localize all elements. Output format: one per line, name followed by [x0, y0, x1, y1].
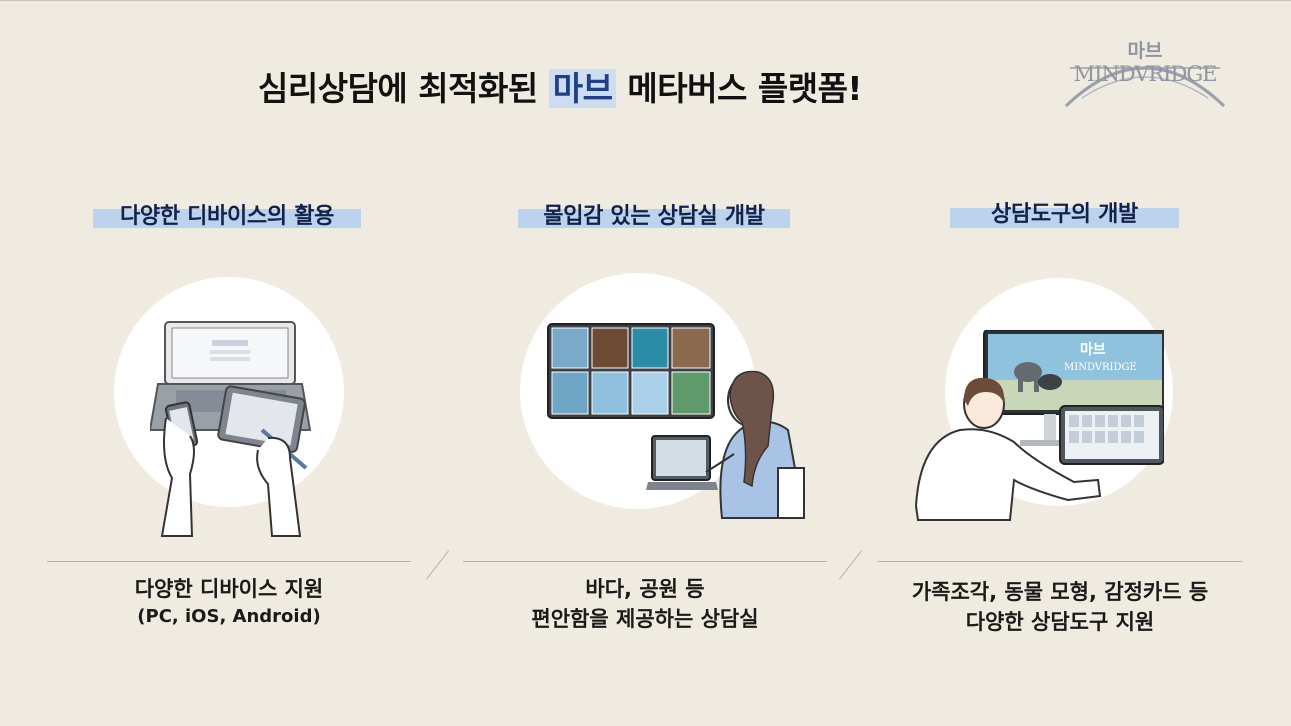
title-part-1: 심리상담에 최적화된	[257, 69, 549, 108]
counseling-tools-illustration: 마브 MINDVRIDGE	[914, 330, 1164, 521]
svg-text:MINDVRIDGE: MINDVRIDGE	[1064, 362, 1137, 373]
logo-korean: 마브	[1127, 40, 1163, 62]
feature-label-immersive-room: 몰입감 있는 상담실 개발	[518, 198, 790, 229]
logo-english: MINDVRIDGE	[1073, 62, 1218, 86]
title-part-2: 메타버스 플랫폼!	[616, 69, 862, 108]
top-border	[0, 0, 1291, 1]
feature-desc-immersive-room: 바다, 공원 등 편안함을 제공하는 상담실	[531, 577, 759, 631]
feature-label-devices: 다양한 디바이스의 활용	[93, 198, 361, 229]
divider-2	[463, 561, 827, 562]
feature-label-tools: 상담도구의 개발	[950, 196, 1179, 228]
title-brand-highlight: 마브	[548, 69, 617, 108]
divider-3	[878, 561, 1242, 562]
page-title: 심리상담에 최적화된 마브 메타버스 플랫폼!	[0, 62, 1120, 110]
feature-desc-devices: 다양한 디바이스 지원 (PC, iOS, Android)	[134, 577, 324, 627]
mindvridge-logo: 마브 MINDVRIDGE	[1062, 36, 1228, 114]
laptop-phone-tablet-illustration	[150, 321, 312, 537]
divider-1	[47, 561, 411, 562]
feature-desc-tools: 가족조각, 동물 모형, 감정카드 등 다양한 상담도구 지원	[911, 580, 1209, 634]
vr-room-selection-illustration	[547, 323, 806, 519]
divider-slash-2	[839, 550, 862, 580]
divider-slash-1	[426, 550, 449, 580]
svg-text:마브: 마브	[1080, 342, 1106, 358]
